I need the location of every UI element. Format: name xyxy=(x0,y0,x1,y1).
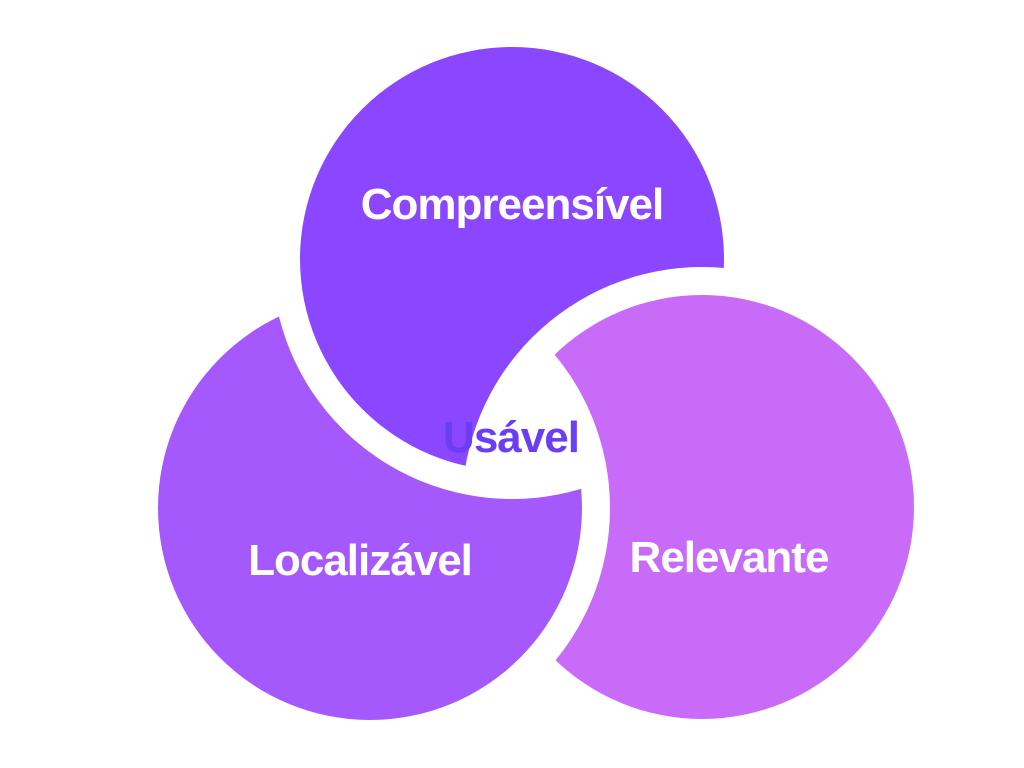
label-compreensivel: Compreensível xyxy=(361,180,663,229)
label-relevante: Relevante xyxy=(630,533,829,582)
circle-localizavel xyxy=(158,296,582,720)
label-localizavel: Localizável xyxy=(248,536,472,585)
circle-relevante xyxy=(490,295,914,719)
label-usavel-center: Usável xyxy=(443,413,579,462)
